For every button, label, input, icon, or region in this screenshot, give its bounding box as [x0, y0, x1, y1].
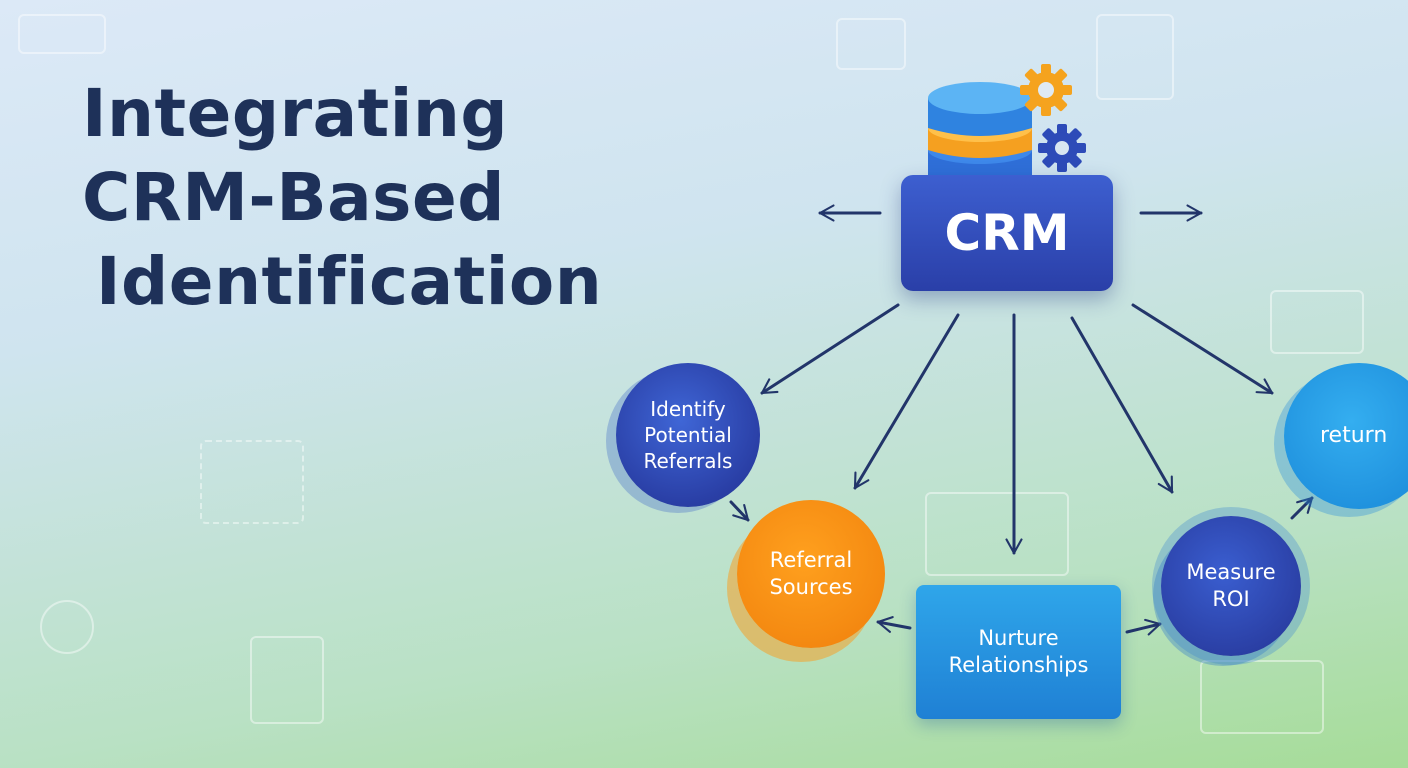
node-label: Measure: [1186, 560, 1276, 584]
arrow-to-return: [1131, 303, 1274, 395]
gear-icon: [1038, 124, 1086, 172]
background-decoration: [18, 14, 106, 54]
background-decoration: [1096, 14, 1174, 100]
background-decoration: [836, 18, 906, 70]
node-measure-roi: Measure ROI: [1161, 516, 1301, 656]
arrow-nurture-to-referral: [876, 616, 912, 633]
gear-icon: [1020, 64, 1072, 116]
page-title: Integrating CRM-Based Identification: [82, 72, 602, 324]
node-nurture-relationships: Nurture Relationships: [916, 585, 1121, 719]
node-return: return: [1284, 363, 1408, 509]
node-label: return: [1320, 423, 1388, 448]
database-icon: [928, 82, 1032, 184]
background-decoration: [250, 636, 324, 724]
node-label: Referral: [769, 548, 853, 572]
background-decoration: [1200, 660, 1324, 734]
title-line: Identification: [96, 243, 603, 320]
arrow-identify-to-referral: [729, 500, 750, 522]
node-referral-sources: Referral Sources: [737, 500, 885, 648]
title-line: CRM-Based: [82, 159, 505, 236]
node-label: Nurture: [978, 626, 1059, 650]
arrow-to-referral-sources: [853, 313, 960, 490]
background-decoration: [200, 440, 304, 524]
background-decoration: [925, 492, 1069, 576]
node-label: Relationships: [948, 653, 1089, 677]
node-identify-potential-referrals: Identify Potential Referrals: [616, 363, 760, 507]
title-line: Integrating: [82, 75, 509, 152]
background-decoration: [40, 600, 94, 654]
node-label: Potential: [644, 423, 732, 447]
node-label: Identify: [650, 397, 726, 421]
background-decoration: [1270, 290, 1364, 354]
crm-hub: CRM: [901, 175, 1113, 291]
node-label: ROI: [1212, 587, 1250, 611]
node-label: Sources: [769, 575, 853, 599]
arrow-measure-to-return: [1290, 496, 1314, 520]
node-label: Referrals: [643, 449, 733, 473]
crm-hub-label: CRM: [944, 204, 1070, 262]
arrow-to-measure: [1070, 316, 1174, 494]
arrow-to-identify: [760, 303, 900, 395]
arrow-nurture-to-measure: [1125, 618, 1162, 636]
